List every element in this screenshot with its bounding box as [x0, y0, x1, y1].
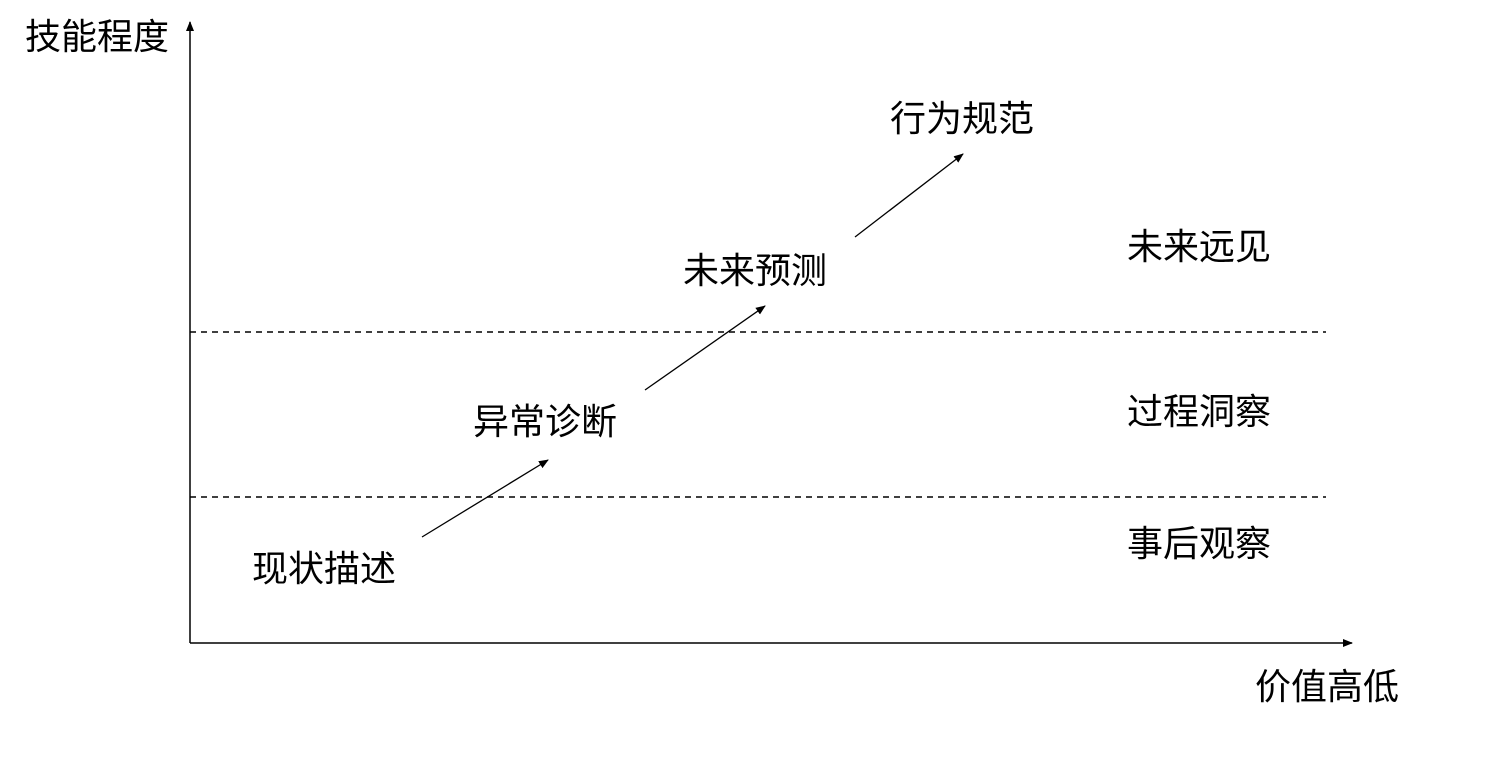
stage-label: 行为规范: [890, 99, 1035, 140]
level-label: 未来远见: [1127, 227, 1272, 268]
progress-arrow-2: [644, 305, 766, 391]
stage-label: 异常诊断: [473, 402, 618, 443]
progress-arrow-1: [421, 459, 549, 538]
progress-arrow-3: [854, 153, 964, 238]
stage-label: 现状描述: [252, 549, 397, 590]
stage-label: 未来预测: [683, 251, 828, 292]
level-label: 事后观察: [1127, 524, 1272, 565]
level-label: 过程洞察: [1127, 392, 1272, 433]
x-axis-label: 价值高低: [1255, 667, 1400, 708]
y-axis-label: 技能程度: [25, 17, 170, 58]
